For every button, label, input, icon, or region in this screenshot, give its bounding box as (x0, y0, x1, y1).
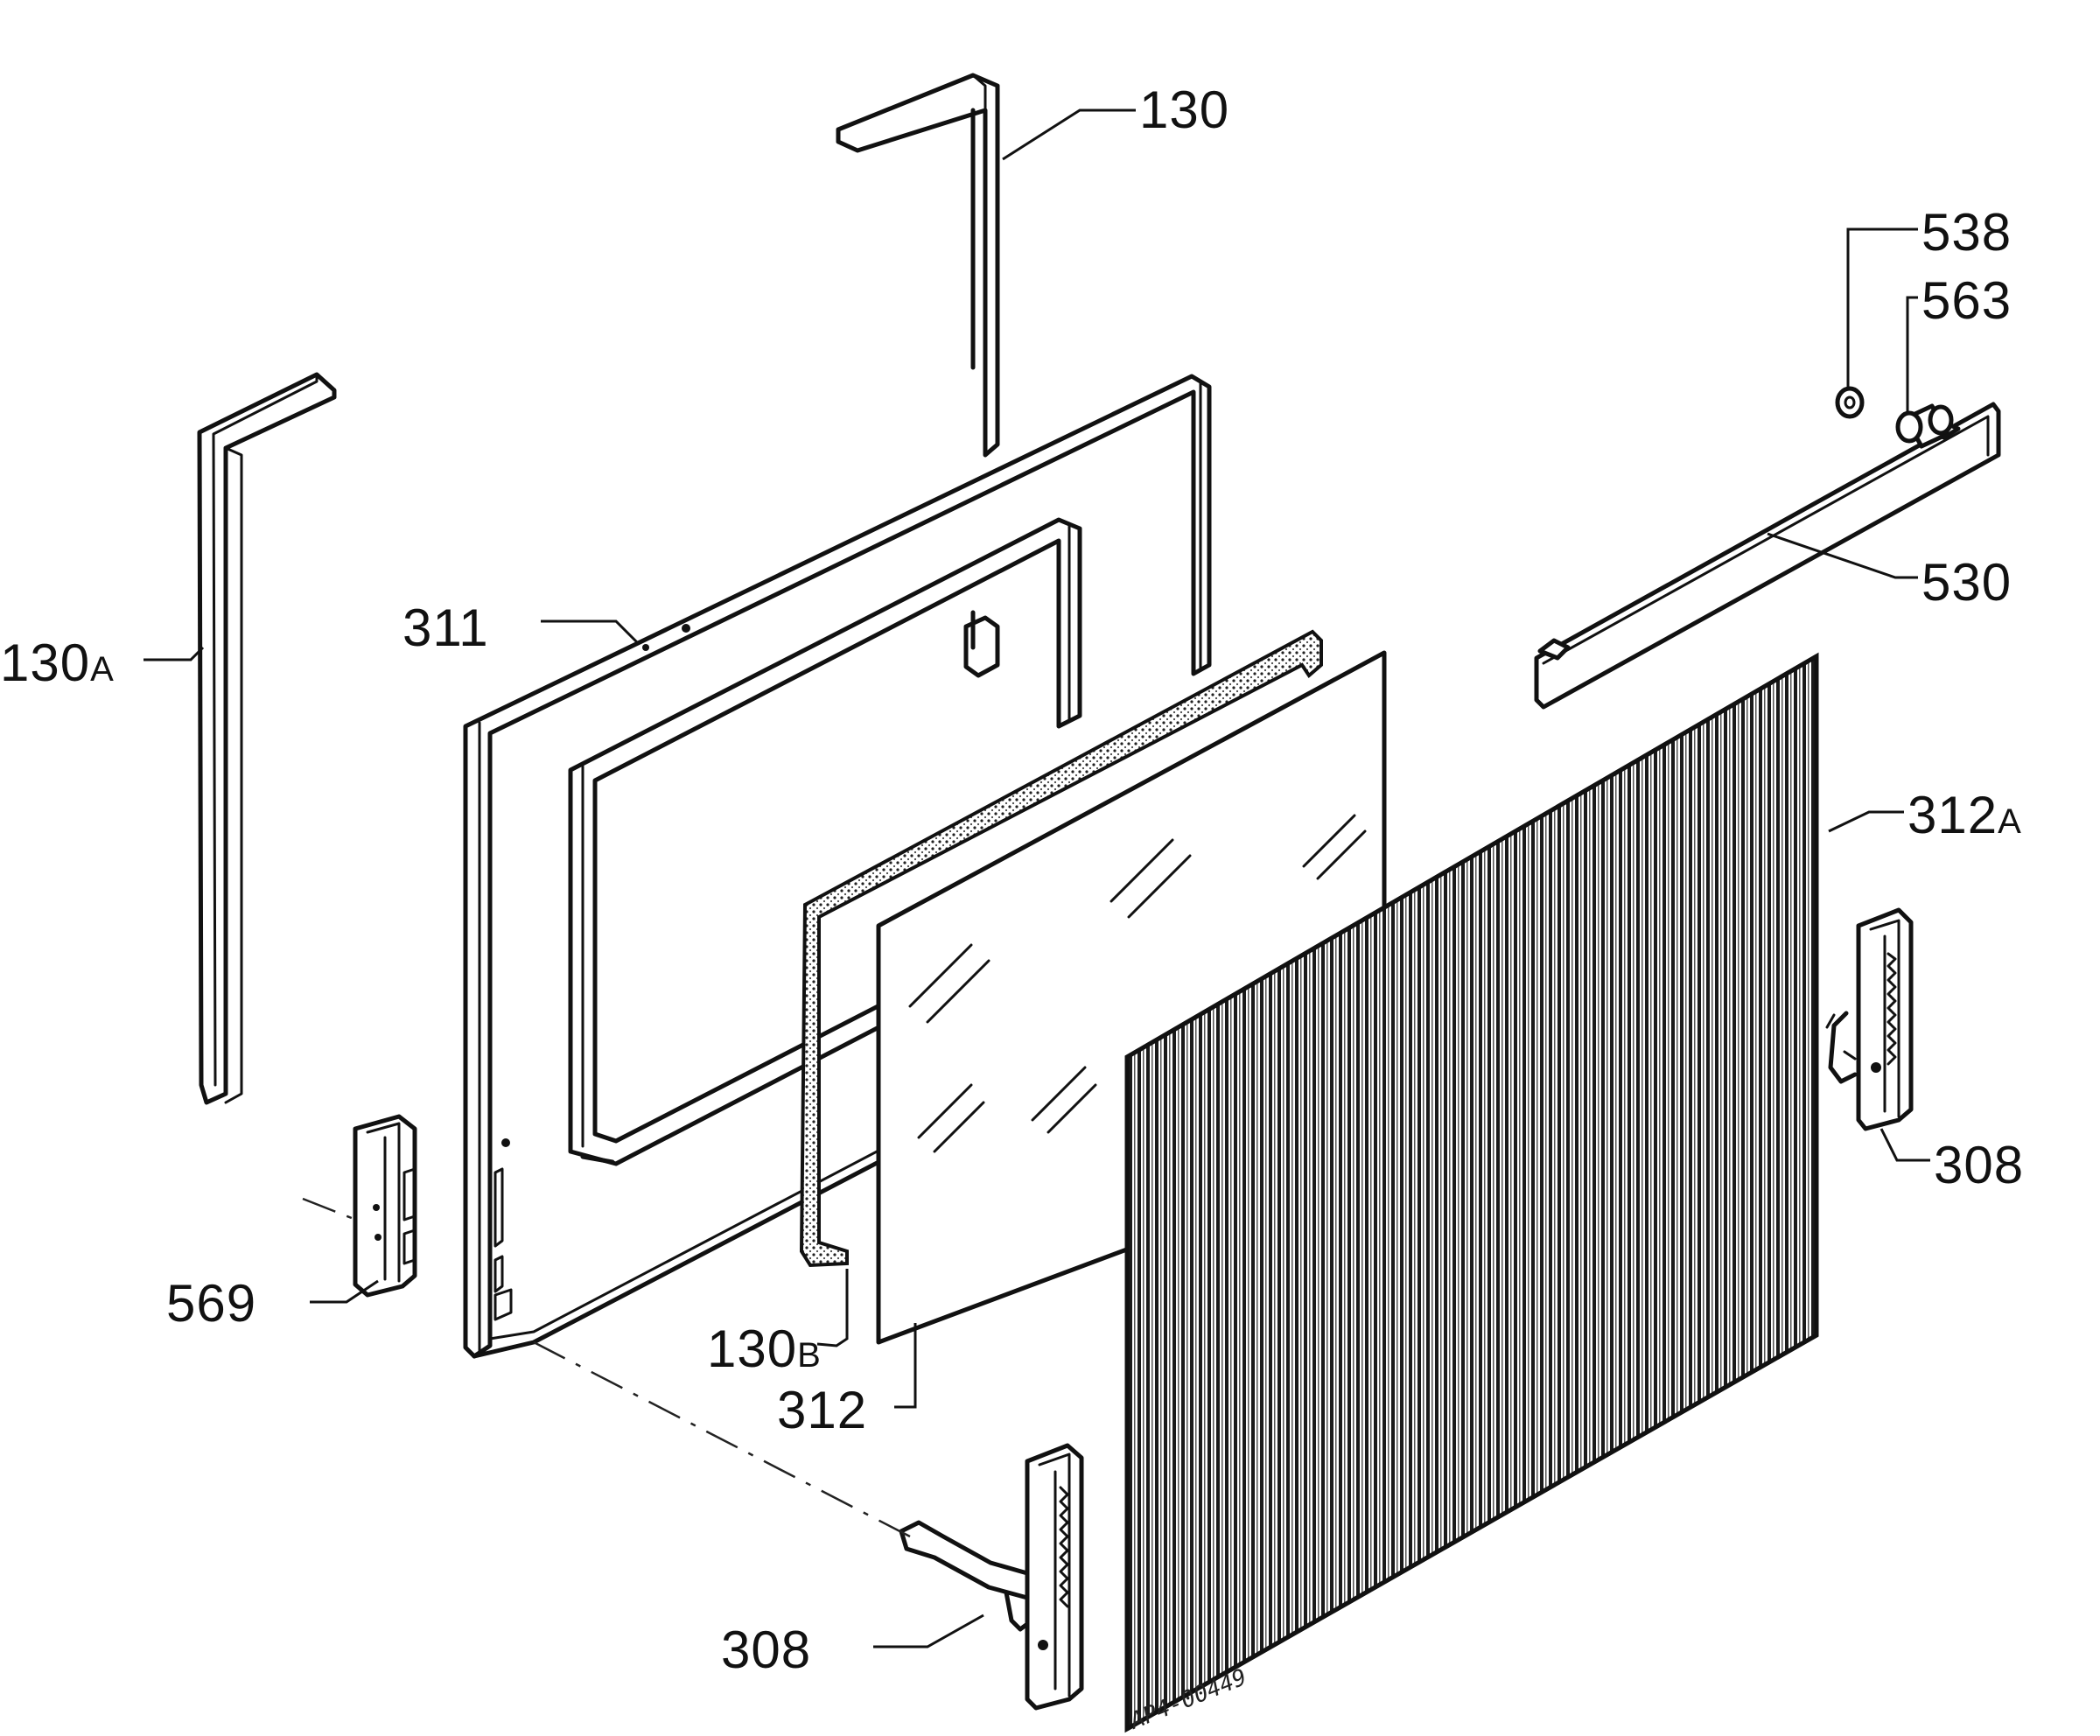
label-308-bottom: 308 (721, 1620, 811, 1679)
label-308-right: 308 (1934, 1136, 2024, 1194)
part-312a-ribbed-panel (1124, 652, 1819, 1733)
label-530: 530 (1922, 553, 2012, 612)
label-569: 569 (166, 1274, 256, 1333)
label-538: 538 (1922, 203, 2012, 262)
leader-lines (144, 108, 1930, 1648)
part-308-right-hinge (1825, 907, 1914, 1131)
assembly-axis-lines (302, 1197, 911, 1538)
callout-labels: 130 538 563 530 311 130A 312A 308 569 13… (0, 80, 2024, 1735)
part-530-top-rail (1534, 402, 2001, 710)
label-563: 563 (1922, 271, 2012, 330)
label-130: 130 (1139, 80, 1229, 139)
label-130b: 130B (707, 1320, 822, 1378)
label-312a: 312A (1908, 786, 2022, 844)
label-130a: 130A (0, 634, 115, 692)
part-gasket-seal (799, 629, 1323, 1268)
part-130-top-trim (836, 73, 1000, 678)
part-130b-inner-gasket (568, 517, 1082, 1166)
part-308-bottom-hinge (899, 1443, 1084, 1711)
part-569-hinge-bracket (353, 1114, 417, 1298)
part-563-spacer (1895, 403, 1954, 449)
label-312: 312 (777, 1381, 867, 1439)
part-538-bushing (1835, 386, 1865, 419)
part-130a-left-trim (197, 372, 337, 1105)
label-311: 311 (402, 598, 489, 657)
